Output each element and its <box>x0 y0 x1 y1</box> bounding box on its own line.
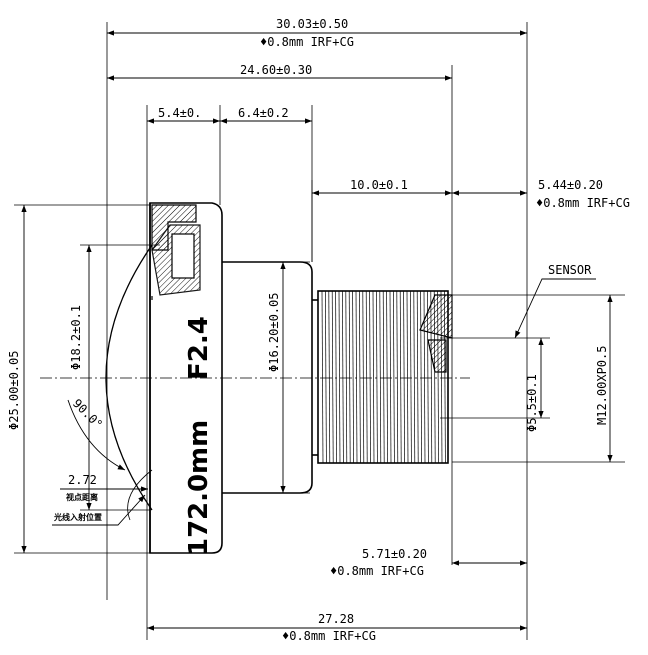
thread-line <box>335 290 337 464</box>
dim-bottom-flange: 5.71±0.20 <box>362 547 427 561</box>
thread-line <box>372 290 375 464</box>
angle-arc <box>67 399 126 471</box>
thread-line <box>338 290 341 464</box>
thread-line <box>389 290 392 464</box>
thread-line <box>342 290 344 464</box>
entry-ray <box>127 469 153 521</box>
rear-lens-section <box>419 294 453 373</box>
dim-flange-width: 5.4±0. <box>158 106 201 120</box>
thread-line <box>406 290 409 464</box>
sensor-label: SENSOR <box>548 263 592 277</box>
thread-line <box>355 290 358 464</box>
entry-leader <box>52 494 146 526</box>
thread-line <box>416 290 419 464</box>
thread-line <box>382 290 385 464</box>
extension-lines <box>14 22 625 640</box>
dim-bottom-overall-note: ♦0.8mm IRF+CG <box>282 629 376 643</box>
dim-second: 24.60±0.30 <box>240 63 312 77</box>
front-lens-dome <box>105 244 153 511</box>
dim-thread-length: 10.0±0.1 <box>350 178 408 192</box>
thread-line <box>396 290 399 464</box>
dim-bottom-overall: 27.28 <box>318 612 354 626</box>
dim-dia-window: Φ18.2±0.1 <box>69 305 83 370</box>
focal-engraving: 2.0mm <box>184 420 214 520</box>
dim-thread-spec: M12.00XP0.5 <box>595 346 609 425</box>
dim-top-overall: 30.03±0.50 <box>276 17 348 31</box>
thread-line <box>325 290 327 464</box>
thread-line <box>423 290 426 464</box>
thread-line <box>352 290 354 464</box>
dim-dia-front: Φ25.00±0.05 <box>7 351 21 430</box>
thread-line <box>369 290 371 464</box>
dim-dia-barrel: Φ16.20±0.05 <box>267 293 281 372</box>
model-engraving: 17 <box>184 520 214 556</box>
thread-line <box>362 290 365 464</box>
thread-line <box>365 290 368 464</box>
aperture-engraving: F2.4 <box>184 316 214 380</box>
thread-line <box>345 290 348 464</box>
thread-line <box>420 290 422 464</box>
thread-line <box>386 290 388 464</box>
thread-line <box>393 290 395 464</box>
thread-line <box>328 290 331 464</box>
dim-barrel-width: 6.4±0.2 <box>238 106 289 120</box>
thread-line <box>331 290 334 464</box>
thread-line <box>413 290 416 464</box>
dim-viewpoint-dist: 2.72 <box>68 473 97 487</box>
dim-back-focus: 5.44±0.20 <box>538 178 603 192</box>
sensor-leader <box>514 278 596 339</box>
front-lens-section <box>151 204 201 300</box>
dim-angle: 90.0° <box>70 396 105 431</box>
dim-top-overall-note: ♦0.8mm IRF+CG <box>260 35 354 49</box>
thread-line <box>348 290 351 464</box>
thread-line <box>399 290 402 464</box>
thread-line <box>376 290 378 464</box>
thread-line <box>359 290 361 464</box>
thread-line <box>403 290 405 464</box>
dim-dia-sensor: Φ5.5±0.1 <box>525 374 539 432</box>
viewpoint-cn-label: 视点距离 <box>66 492 98 502</box>
dim-bottom-flange-note: ♦0.8mm IRF+CG <box>330 564 424 578</box>
thread-line <box>379 290 382 464</box>
thread-line <box>321 290 324 464</box>
entry-cn-label: 光线入射位置 <box>53 512 102 522</box>
lens-body <box>149 202 449 554</box>
dim-back-focus-note: ♦0.8mm IRF+CG <box>536 196 630 210</box>
thread-line <box>410 290 412 464</box>
